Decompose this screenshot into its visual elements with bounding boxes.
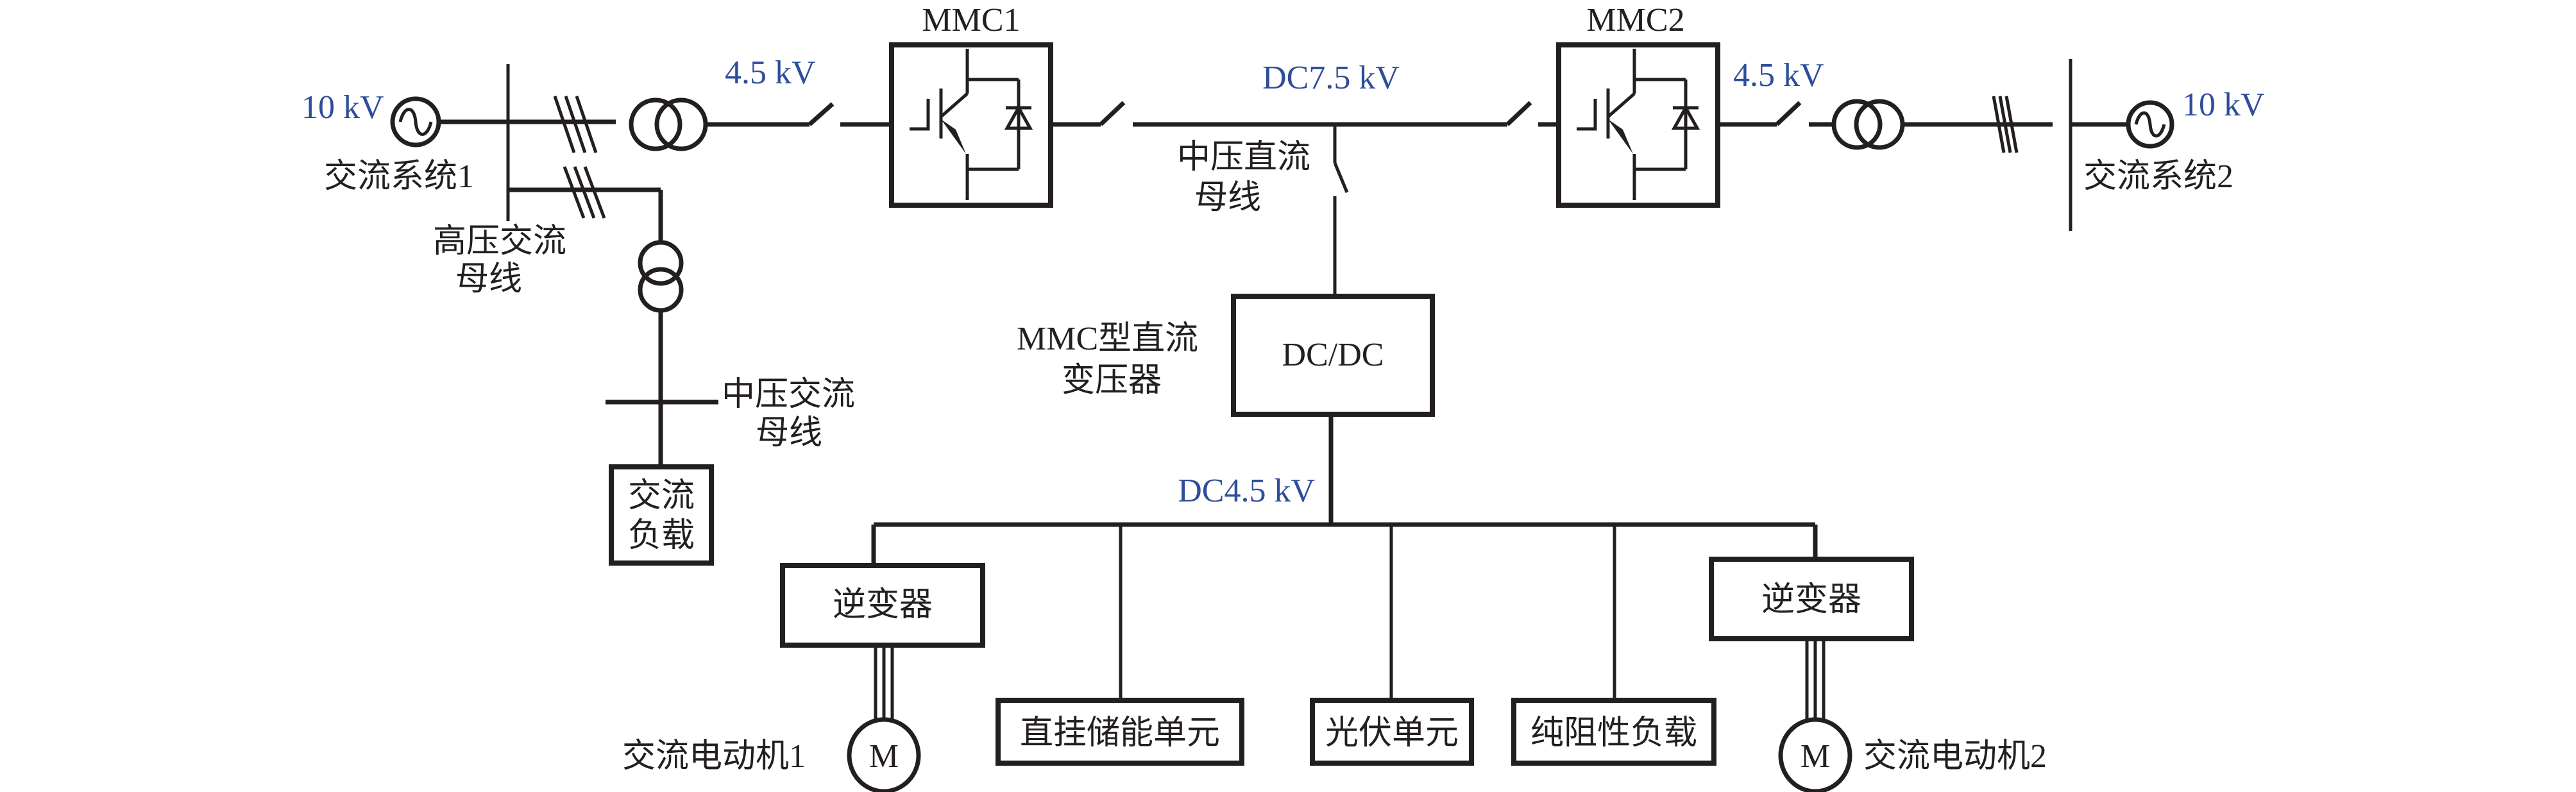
- three-phase-cable-icon: [874, 646, 894, 721]
- dcdc-label-1: MMC型直流: [1017, 321, 1198, 357]
- inverter-2[interactable]: 逆变器: [1709, 557, 1914, 641]
- mv-dc-voltage-label: DC7.5 kV: [1262, 60, 1400, 96]
- transformer-icon: [629, 97, 708, 151]
- ac-system-2: 10 kV 交流系统2: [2083, 87, 2265, 195]
- igbt-diode-icon: [910, 49, 1033, 200]
- pv-label: 光伏单元: [1325, 715, 1459, 752]
- mmc1-converter[interactable]: MMC1: [889, 2, 1053, 208]
- ac-load-label-2: 负载: [628, 518, 695, 554]
- mmc2-ac-voltage-label: 4.5 kV: [1733, 57, 1824, 94]
- mv-ac-bus-label-2: 母线: [756, 415, 822, 451]
- transformer-icon: [1831, 99, 1905, 150]
- motor1-label: 交流电动机1: [622, 738, 806, 775]
- motor2-symbol: M: [1801, 738, 1830, 775]
- mmc1-ac-voltage-label: 4.5 kV: [725, 55, 816, 91]
- mmc2-title: MMC2: [1586, 2, 1684, 38]
- ac-source-icon: [390, 96, 441, 147]
- ac1-voltage-label: 10 kV: [301, 89, 384, 126]
- mv-ac-bus-label-1: 中压交流: [722, 376, 855, 413]
- transformer-icon: [638, 240, 684, 313]
- storage-unit[interactable]: 直挂储能单元: [996, 698, 1244, 766]
- mv-dc-bus-label-2: 母线: [1194, 180, 1261, 216]
- ac-load-label-1: 交流: [628, 478, 695, 514]
- lv-dc-voltage-label: DC4.5 kV: [1178, 473, 1315, 509]
- dcdc-transformer[interactable]: DC/DC: [1231, 294, 1435, 417]
- inverter1-label: 逆变器: [833, 587, 933, 623]
- mmc2-converter[interactable]: MMC2: [1556, 2, 1720, 208]
- breaker-switch-icon[interactable]: [1099, 101, 1126, 126]
- breaker-switch-icon[interactable]: [808, 102, 835, 126]
- ac2-system-label: 交流系统2: [2083, 158, 2233, 195]
- mv-dc-bus-label-1: 中压直流: [1177, 139, 1310, 176]
- breaker-switch-icon[interactable]: [1505, 101, 1532, 126]
- dcdc-label-2: 变压器: [1062, 362, 1162, 399]
- ac-system-1: 10 kV 交流系统1: [301, 89, 474, 195]
- three-phase-marks-icon: [563, 166, 606, 219]
- storage-label: 直挂储能单元: [1020, 715, 1220, 752]
- inverter-1[interactable]: 逆变器: [780, 563, 985, 648]
- breaker-switch-icon[interactable]: [1333, 162, 1349, 193]
- ac2-voltage-label: 10 kV: [2182, 87, 2265, 123]
- resistive-load[interactable]: 纯阻性负载: [1511, 698, 1716, 766]
- ac-load-box[interactable]: 交流 负载: [609, 464, 714, 566]
- motor-2[interactable]: M: [1778, 717, 1852, 792]
- three-phase-cable-icon: [1805, 640, 1826, 721]
- hv-ac-bus-label-1: 高压交流: [433, 223, 566, 260]
- motor2-label: 交流电动机2: [1863, 738, 2047, 775]
- motor1-symbol: M: [869, 738, 899, 775]
- inverter2-label: 逆变器: [1761, 582, 1861, 618]
- dcdc-box-label: DC/DC: [1282, 337, 1384, 373]
- pv-unit[interactable]: 光伏单元: [1310, 698, 1474, 766]
- motor-1[interactable]: M: [847, 717, 921, 792]
- resistive-load-label: 纯阻性负载: [1530, 715, 1697, 752]
- hv-ac-bus-label-2: 母线: [455, 261, 522, 298]
- breaker-switch-icon[interactable]: [1775, 101, 1802, 126]
- ac1-system-label: 交流系统1: [324, 158, 474, 195]
- three-phase-marks-icon: [1992, 96, 2019, 153]
- igbt-diode-icon: [1577, 49, 1700, 200]
- three-phase-marks-icon: [553, 96, 598, 153]
- ac-source-icon: [2126, 100, 2174, 149]
- mmc1-title: MMC1: [922, 2, 1020, 38]
